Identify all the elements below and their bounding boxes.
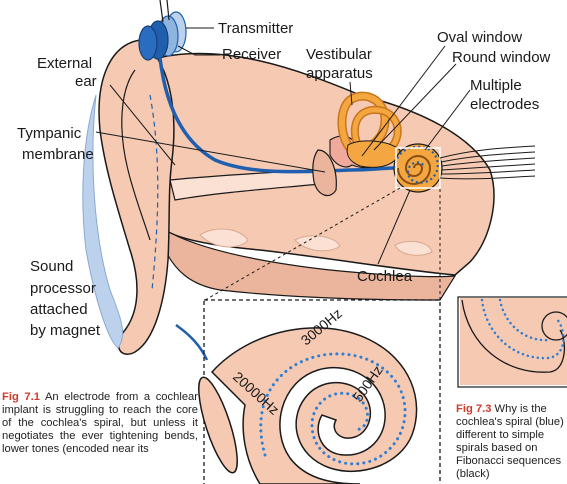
svg-text:by magnet: by magnet bbox=[30, 322, 101, 339]
svg-text:membrane: membrane bbox=[22, 146, 94, 163]
inset-cochlea-spiral bbox=[191, 328, 416, 484]
cochlea-main bbox=[394, 144, 442, 192]
svg-text:attached: attached bbox=[30, 301, 88, 318]
label-round-window: Round window bbox=[452, 49, 551, 66]
caption-fig-7-1: Fig 7.1 An electrode from a cochlear imp… bbox=[2, 391, 198, 456]
svg-text:Tympanic: Tympanic bbox=[17, 125, 82, 142]
label-electrodes: Multiple electrodes bbox=[470, 77, 539, 113]
antenna-line-1 bbox=[160, 0, 163, 22]
svg-text:External: External bbox=[37, 55, 92, 72]
svg-text:apparatus: apparatus bbox=[306, 65, 373, 82]
svg-text:Vestibular: Vestibular bbox=[306, 46, 372, 63]
label-tympanic: Tympanic membrane bbox=[17, 125, 94, 163]
label-vestibular: Vestibular apparatus bbox=[306, 46, 373, 82]
svg-text:Cochlea: Cochlea bbox=[357, 268, 413, 285]
inset-cochlea-tube bbox=[212, 328, 417, 484]
caption-fig-7-3-label: Fig 7.3 bbox=[456, 403, 491, 415]
caption-fig-7-1-label: Fig 7.1 bbox=[2, 391, 40, 403]
svg-text:Transmitter: Transmitter bbox=[218, 20, 293, 37]
svg-text:Multiple: Multiple bbox=[470, 77, 522, 94]
processor-cable bbox=[176, 325, 207, 360]
label-oval-window: Oval window bbox=[437, 29, 522, 46]
svg-text:Round window: Round window bbox=[452, 49, 551, 66]
cochlea-body bbox=[394, 144, 442, 192]
svg-text:Oval window: Oval window bbox=[437, 29, 522, 46]
svg-text:ear: ear bbox=[75, 73, 97, 90]
svg-text:electrodes: electrodes bbox=[470, 96, 539, 113]
label-external-ear: External ear bbox=[37, 55, 97, 90]
label-transmitter: Transmitter bbox=[218, 20, 293, 37]
svg-text:Sound: Sound bbox=[30, 258, 73, 275]
label-cochlea: Cochlea bbox=[357, 268, 413, 285]
caption-fig-7-3: Fig 7.3 Why is the cochlea's spiral (blu… bbox=[456, 403, 566, 481]
svg-text:Receiver: Receiver bbox=[222, 46, 281, 63]
transmitter-receiver bbox=[139, 0, 186, 60]
receiver-disc-front bbox=[139, 26, 157, 60]
inset-fibonacci-spiral bbox=[460, 298, 567, 385]
label-receiver: Receiver bbox=[222, 46, 281, 63]
svg-text:processor: processor bbox=[30, 280, 96, 297]
